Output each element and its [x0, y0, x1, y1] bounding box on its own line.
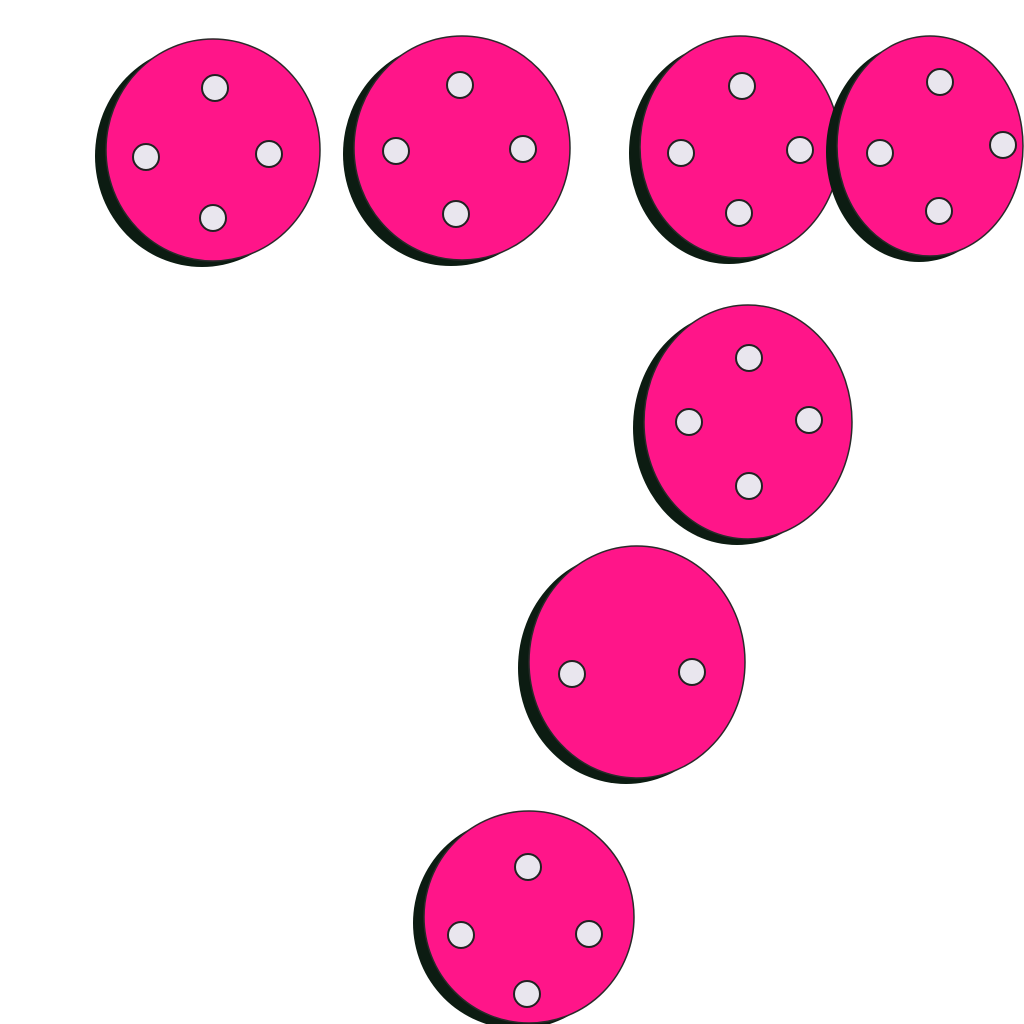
button-hole [675, 408, 703, 436]
button-face [105, 38, 321, 262]
button-top-4 [826, 35, 1024, 262]
button-hole [989, 131, 1017, 159]
button-hole [575, 920, 603, 948]
button-face [353, 35, 571, 261]
button-top-3 [629, 35, 841, 264]
button-hole [447, 921, 475, 949]
button-hole [728, 72, 756, 100]
button-hole [382, 137, 410, 165]
button-hole [201, 74, 229, 102]
button-hole [667, 139, 695, 167]
button-bottom [413, 810, 635, 1024]
button-middle [633, 304, 853, 545]
button-top-2 [343, 35, 571, 266]
button-hole [255, 140, 283, 168]
button-hole [866, 139, 894, 167]
button-lower [518, 545, 746, 784]
button-top-1 [95, 38, 321, 267]
button-face [423, 810, 635, 1024]
button-hole [678, 658, 706, 686]
button-hole [786, 136, 814, 164]
button-hole [795, 406, 823, 434]
button-face [643, 304, 853, 540]
button-hole [735, 344, 763, 372]
button-hole [513, 980, 541, 1008]
button-face [836, 35, 1024, 257]
button-hole [442, 200, 470, 228]
button-hole [446, 71, 474, 99]
button-hole [735, 472, 763, 500]
button-hole [925, 197, 953, 225]
button-hole [514, 853, 542, 881]
button-face [528, 545, 746, 779]
button-hole [132, 143, 160, 171]
button-hole [199, 204, 227, 232]
button-hole [509, 135, 537, 163]
button-hole [558, 660, 586, 688]
button-hole [926, 68, 954, 96]
button-hole [725, 199, 753, 227]
